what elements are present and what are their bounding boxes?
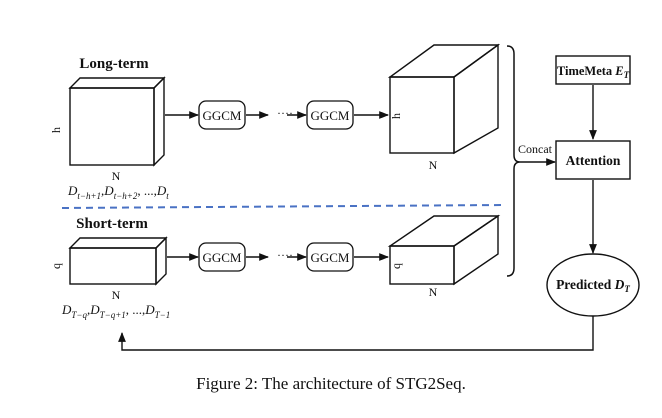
attention-box: Attention (555, 140, 631, 180)
time-meta-box: TimeMeta ET (555, 55, 631, 85)
feedback-arrow (118, 316, 594, 351)
long-output-dim-h: h (389, 113, 403, 119)
long-term-input-cube (68, 76, 166, 167)
short-term-dim-q: q (49, 263, 63, 269)
dashed-divider (61, 204, 505, 209)
short-term-dim-n: N (112, 288, 121, 302)
short-term-input-cube (68, 236, 168, 286)
concat-label: Concat (518, 142, 553, 156)
long-term-input-sequence: Dt−h+1,Dt−h+2, ...,Dt (67, 183, 169, 201)
short-term-input-sequence: DT−q,DT−q+1, ...,DT−1 (61, 302, 170, 320)
short-ggcm-2: GGCM (306, 242, 354, 272)
long-ggcm-2: GGCM (306, 100, 354, 130)
short-term-title: Short-term (76, 216, 148, 232)
short-ellipsis: ···· (277, 248, 293, 262)
predicted-ellipse: Predicted DT (546, 253, 640, 317)
short-ggcm-2-label: GGCM (310, 250, 349, 265)
long-term-title: Long-term (79, 56, 149, 72)
short-output-dim-q: q (389, 263, 403, 269)
long-ellipsis: ···· (277, 106, 293, 120)
long-ggcm-2-label: GGCM (310, 108, 349, 123)
short-output-dim-n: N (429, 285, 438, 299)
time-meta-label: TimeMeta ET (557, 64, 630, 80)
short-ggcm-1: GGCM (198, 242, 246, 272)
long-ggcm-1-label: GGCM (202, 108, 241, 123)
long-ggcm-1: GGCM (198, 100, 246, 130)
short-term-output-cube (387, 214, 501, 286)
figure-caption: Figure 2: The architecture of STG2Seq. (196, 374, 466, 393)
long-term-output-cube (387, 43, 501, 155)
long-output-dim-n: N (429, 158, 438, 172)
long-term-dim-n: N (112, 169, 121, 183)
short-ggcm-1-label: GGCM (202, 250, 241, 265)
attention-label: Attention (566, 153, 621, 168)
predicted-label: Predicted DT (556, 277, 630, 294)
concat-bracket (506, 45, 521, 277)
long-term-dim-h: h (49, 127, 63, 133)
